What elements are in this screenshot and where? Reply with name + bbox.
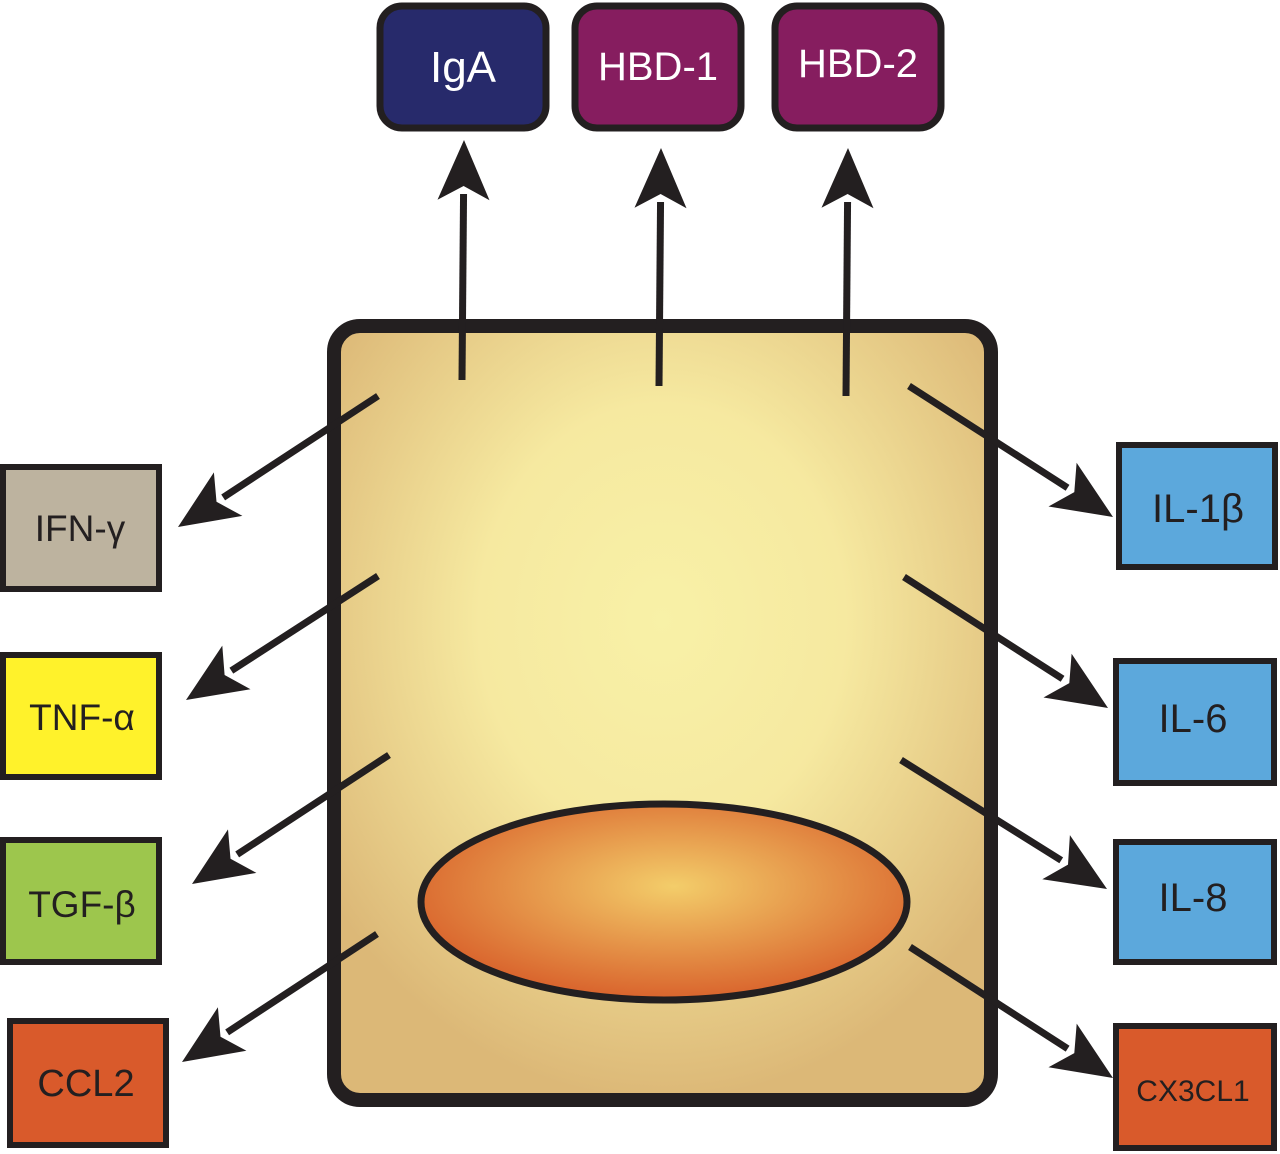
il6-label: IL-6 xyxy=(1159,697,1228,741)
arrow-to-hbd1-head xyxy=(634,148,687,209)
arrow-to-il8-head xyxy=(1042,835,1107,889)
arrow-to-hbd2-shaft xyxy=(842,201,852,397)
arrow-to-tgf-beta xyxy=(192,752,391,884)
top-output-iga: IgA xyxy=(376,2,550,132)
arrow-to-ccl2-shaft xyxy=(225,931,379,1036)
left-output-tnf-alpha: TNF-α xyxy=(0,652,162,780)
il1b-box xyxy=(1116,442,1278,570)
ifn-gamma-box xyxy=(0,464,162,592)
arrow-to-hbd1 xyxy=(634,148,687,387)
il8-label: IL-8 xyxy=(1159,876,1228,920)
cell-nucleus xyxy=(417,800,911,1004)
arrow-to-hbd2-head xyxy=(821,148,874,209)
top-output-hbd2: HBD-2 xyxy=(771,2,945,132)
il1b-label: IL-1β xyxy=(1152,487,1244,531)
arrow-to-il6-shaft xyxy=(902,574,1065,682)
arrow-to-ifn-gamma-head xyxy=(178,472,243,527)
tnf-alpha-label: TNF-α xyxy=(29,697,135,738)
hbd1-label: HBD-1 xyxy=(598,45,718,89)
hbd1-box xyxy=(571,2,745,132)
right-secretion-arrows xyxy=(899,383,1113,1078)
left-output-tgf-beta: TGF-β xyxy=(0,837,162,965)
tnf-alpha-box xyxy=(0,652,162,780)
arrow-to-tnf-alpha-shaft xyxy=(229,573,380,674)
arrow-to-hbd1-shaft xyxy=(655,201,665,387)
arrow-to-tnf-alpha-head xyxy=(186,645,251,700)
arrow-to-il1b xyxy=(907,383,1113,517)
arrow-to-tgf-beta-shaft xyxy=(235,752,391,858)
arrow-to-iga xyxy=(437,140,490,381)
arrow-to-iga-shaft xyxy=(458,193,468,381)
arrow-to-tnf-alpha xyxy=(186,573,380,700)
top-output-hbd1: HBD-1 xyxy=(571,2,745,132)
tgf-beta-label: TGF-β xyxy=(28,884,136,925)
left-output-ccl2: CCL2 xyxy=(7,1018,169,1148)
arrow-to-cx3cl1-head xyxy=(1048,1023,1113,1078)
il6-box xyxy=(1113,658,1277,786)
top-secretion-arrows xyxy=(437,140,874,397)
arrow-to-tgf-beta-head xyxy=(192,829,257,884)
arrow-to-il1b-head xyxy=(1048,462,1113,517)
hbd2-box xyxy=(771,2,945,132)
arrow-to-il8-shaft xyxy=(899,757,1064,864)
il8-box xyxy=(1113,839,1277,965)
arrow-to-il8 xyxy=(899,757,1107,889)
right-output-il8: IL-8 xyxy=(1113,839,1277,965)
cx3cl1-label: CX3CL1 xyxy=(1136,1075,1249,1108)
hbd2-label: HBD-2 xyxy=(798,42,918,86)
arrow-to-il6 xyxy=(902,574,1108,708)
ifn-gamma-label: IFN-γ xyxy=(35,508,126,549)
arrow-to-il6-head xyxy=(1043,653,1108,708)
iga-label: IgA xyxy=(430,43,497,92)
iga-box xyxy=(376,2,550,132)
arrow-to-ccl2 xyxy=(182,931,379,1062)
cx3cl1-box xyxy=(1113,1023,1277,1151)
arrow-to-il1b-shaft xyxy=(907,383,1070,491)
arrow-to-cx3cl1-shaft xyxy=(908,944,1070,1052)
ccl2-box xyxy=(7,1018,169,1148)
arrow-to-hbd2 xyxy=(821,148,874,397)
right-output-il1b: IL-1β xyxy=(1116,442,1278,570)
left-output-ifn-gamma: IFN-γ xyxy=(0,464,162,592)
arrow-to-ccl2-head xyxy=(182,1007,247,1062)
arrow-to-ifn-gamma-shaft xyxy=(221,393,380,501)
right-output-cx3cl1: CX3CL1 xyxy=(1113,1023,1277,1151)
right-output-il6: IL-6 xyxy=(1113,658,1277,786)
left-secretion-arrows xyxy=(178,393,391,1062)
ccl2-label: CCL2 xyxy=(37,1063,134,1105)
tgf-beta-box xyxy=(0,837,162,965)
arrow-to-ifn-gamma xyxy=(178,393,380,527)
arrow-to-cx3cl1 xyxy=(908,944,1113,1078)
arrow-to-iga-head xyxy=(437,140,490,201)
